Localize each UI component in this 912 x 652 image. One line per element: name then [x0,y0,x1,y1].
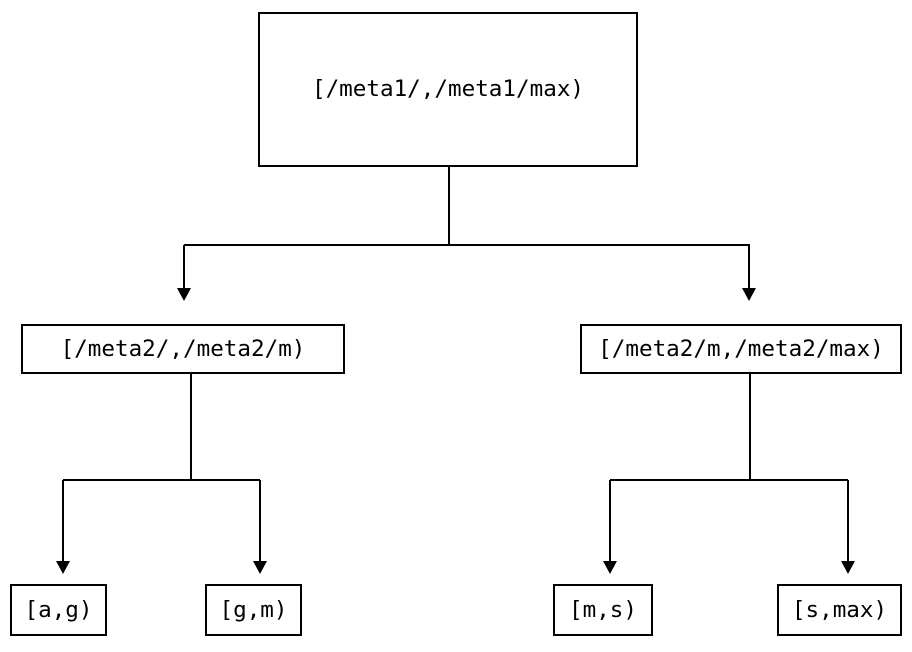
arrowhead-to-leaf-2 [253,561,267,574]
tree-node-leaf-1[interactable]: [a,g) [10,584,107,636]
tree-node-leaf-3[interactable]: [m,s) [553,584,653,636]
tree-node-leaf-2[interactable]: [g,m) [205,584,302,636]
tree-node-leaf-3-label: [m,s) [568,596,637,623]
tree-node-leaf-4[interactable]: [s,max) [777,584,902,636]
tree-node-leaf-2-label: [g,m) [219,596,288,623]
arrowhead-to-leaf-3 [603,561,617,574]
arrowhead-to-leaf-1 [56,561,70,574]
tree-node-left-branch[interactable]: [/meta2/,/meta2/m) [21,324,345,374]
tree-node-leaf-4-label: [s,max) [791,596,888,623]
tree-node-root[interactable]: [/meta1/,/meta1/max) [258,12,638,167]
tree-node-root-label: [/meta1/,/meta1/max) [311,76,585,103]
tree-node-right-branch-label: [/meta2/m,/meta2/max) [598,335,884,362]
arrowhead-to-leaf-4 [841,561,855,574]
tree-node-right-branch[interactable]: [/meta2/m,/meta2/max) [580,324,902,374]
arrowhead-to-right-branch [742,288,756,301]
arrowhead-to-left-branch [177,288,191,301]
tree-node-leaf-1-label: [a,g) [24,596,93,623]
tree-node-left-branch-label: [/meta2/,/meta2/m) [60,335,306,362]
